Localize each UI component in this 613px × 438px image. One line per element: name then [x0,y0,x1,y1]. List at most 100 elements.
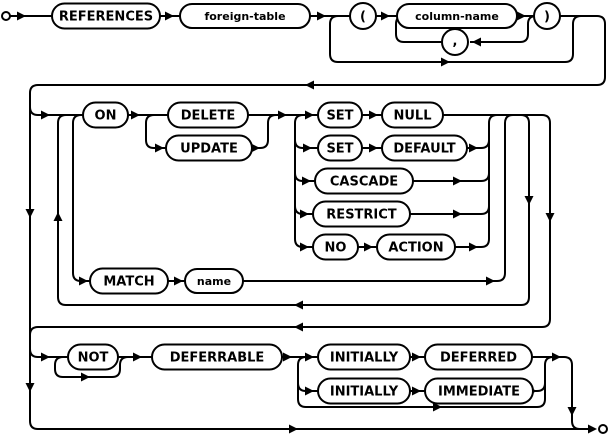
arrowhead-icon [412,352,421,362]
track-line [297,356,554,408]
node-on [82,101,129,129]
arrowhead-icon [412,386,421,396]
track-line [57,114,530,306]
node-immediate-label: IMMEDIATE [438,385,520,400]
track-line [29,114,551,336]
node-null-label: NULL [393,109,431,124]
track-line [410,205,490,215]
arrowhead-icon [305,386,314,396]
node-deferred-label: DEFERRED [440,351,517,366]
track-line [29,106,83,116]
node-match [89,267,169,295]
arrowhead-icon [588,424,597,434]
node-set-null-set [317,101,363,129]
arrowhead-icon [517,11,526,21]
arrowhead-icon [283,352,292,362]
node-update-label: UPDATE [180,142,238,157]
node-not [67,343,119,371]
track-line [532,356,581,430]
track-line [145,114,166,149]
arrowhead-icon [441,57,450,67]
arrowhead-icon [81,372,90,382]
node-initially-deferred-initially [317,343,411,371]
arrowhead-icon [486,276,495,286]
arrowhead-icon [305,110,314,120]
arrowhead-icon [41,352,50,362]
arrowhead-icon [79,276,88,286]
arrowhead-icon [155,143,164,153]
node-restrict-label: RESTRICT [326,208,397,223]
node-comma [441,28,469,56]
arrowhead-icon [524,196,534,205]
arrowhead-icon [369,110,378,120]
node-match-label: MATCH [103,275,154,290]
node-name-label: name [197,275,231,288]
arrowhead-icon [364,242,373,252]
arrowhead-icon [545,213,555,222]
track-line [329,15,582,63]
node-close-paren [533,2,561,30]
node-foreign-table-label: foreign-table [204,10,285,23]
node-no [312,233,359,261]
arrowhead-icon [381,11,390,21]
node-delete-label: DELETE [181,109,236,124]
track-line [413,172,490,182]
arrowhead-icon [302,176,311,186]
arrowhead-icon [17,11,26,21]
node-update [165,134,253,162]
arrowhead-icon [317,11,326,21]
track-line [29,348,68,358]
node-deferred [424,343,533,371]
node-immediate [424,377,534,405]
arrowhead-icon [133,352,142,362]
arrowhead-icon [131,110,140,120]
node-comma-label: , [453,34,458,49]
track-line [29,15,606,430]
node-not-label: NOT [78,351,109,366]
node-initially-immediate-initially-label: INITIALLY [330,385,399,400]
arrowhead-icon [25,209,35,218]
node-set-default-set [317,134,363,162]
node-on-label: ON [95,109,117,124]
node-null [381,101,444,129]
track-line [252,114,277,149]
arrowhead-icon [251,143,260,153]
arrowhead-icon [305,352,314,362]
arrowhead-icon [567,407,577,416]
arrowhead-icon [53,212,63,221]
node-action [376,233,456,261]
arrowhead-icon [453,209,462,219]
node-foreign-table [179,3,311,29]
arrowhead-icon [469,242,478,252]
arrowhead-icon [174,276,183,286]
arrowhead-icon [294,322,303,332]
track-line [294,139,318,149]
track-line [470,15,537,43]
end-terminal-icon [598,424,608,434]
track-line [243,114,514,282]
node-column-name [396,3,518,29]
node-cascade [314,167,414,195]
arrowhead-icon [433,402,442,412]
node-default [381,134,468,162]
node-references-label: REFERENCES [59,10,153,25]
arrowhead-icon [300,242,309,252]
arrowhead-icon [294,300,303,310]
track-line [455,238,490,248]
node-no-label: NO [325,241,347,256]
arrowhead-icon [303,143,312,153]
arrowhead-icon [165,11,174,21]
arrowhead-icon [552,352,561,362]
arrowhead-icon [472,37,481,47]
node-name [184,268,244,294]
node-initially-immediate-initially [317,377,411,405]
node-cascade-label: CASCADE [330,175,398,190]
node-open-paren-label: ( [360,10,366,25]
arrowhead-icon [300,209,309,219]
node-column-name-label: column-name [415,10,499,23]
arrowhead-icon [369,143,378,153]
node-set-null-set-label: SET [326,109,353,124]
arrowhead-icon [469,143,478,153]
